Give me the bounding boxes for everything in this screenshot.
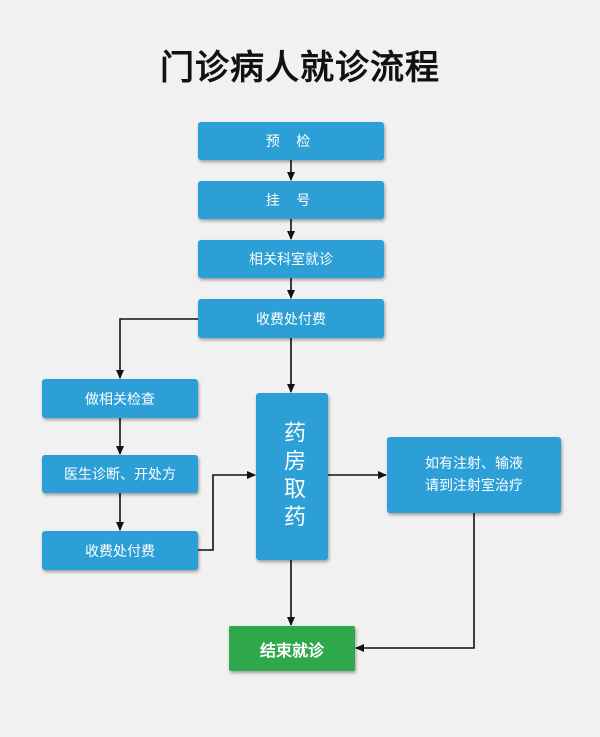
step-register: 挂 号 [198,181,384,219]
step-department: 相关科室就诊 [198,240,384,278]
step-pharmacy: 药房取药 [256,393,328,560]
step-exam: 做相关检查 [42,379,198,418]
step-injection-line-1: 如有注射、输液 [425,456,523,472]
step-pharmacy-label: 药房取药 [280,420,305,533]
step-register-label: 挂 号 [265,193,317,209]
step-pay-1-label: 收费处付费 [256,311,326,328]
step-pay-2-label: 收费处付费 [85,543,155,560]
arrow-injection-to-end [355,513,475,652]
step-pay-1: 收费处付费 [198,299,384,338]
step-exam-label: 做相关检查 [85,391,155,408]
step-precheck-label: 预 检 [265,134,317,150]
page-title: 门诊病人就诊流程 [160,48,440,88]
step-end-label: 结束就诊 [259,640,324,660]
step-department-label: 相关科室就诊 [249,252,333,268]
step-diagnose-label: 医生诊断、开处方 [64,467,176,483]
step-diagnose: 医生诊断、开处方 [42,455,198,493]
step-injection-line-2: 请到注射室治疗 [425,478,523,494]
step-end: 结束就诊 [229,626,355,671]
step-injection: 如有注射、输液 请到注射室治疗 [387,437,561,513]
step-precheck: 预 检 [198,122,384,160]
arrow-pay2-to-pharmacy [198,471,256,551]
step-pay-2: 收费处付费 [42,531,198,570]
arrow-pay-to-exam [116,318,198,379]
